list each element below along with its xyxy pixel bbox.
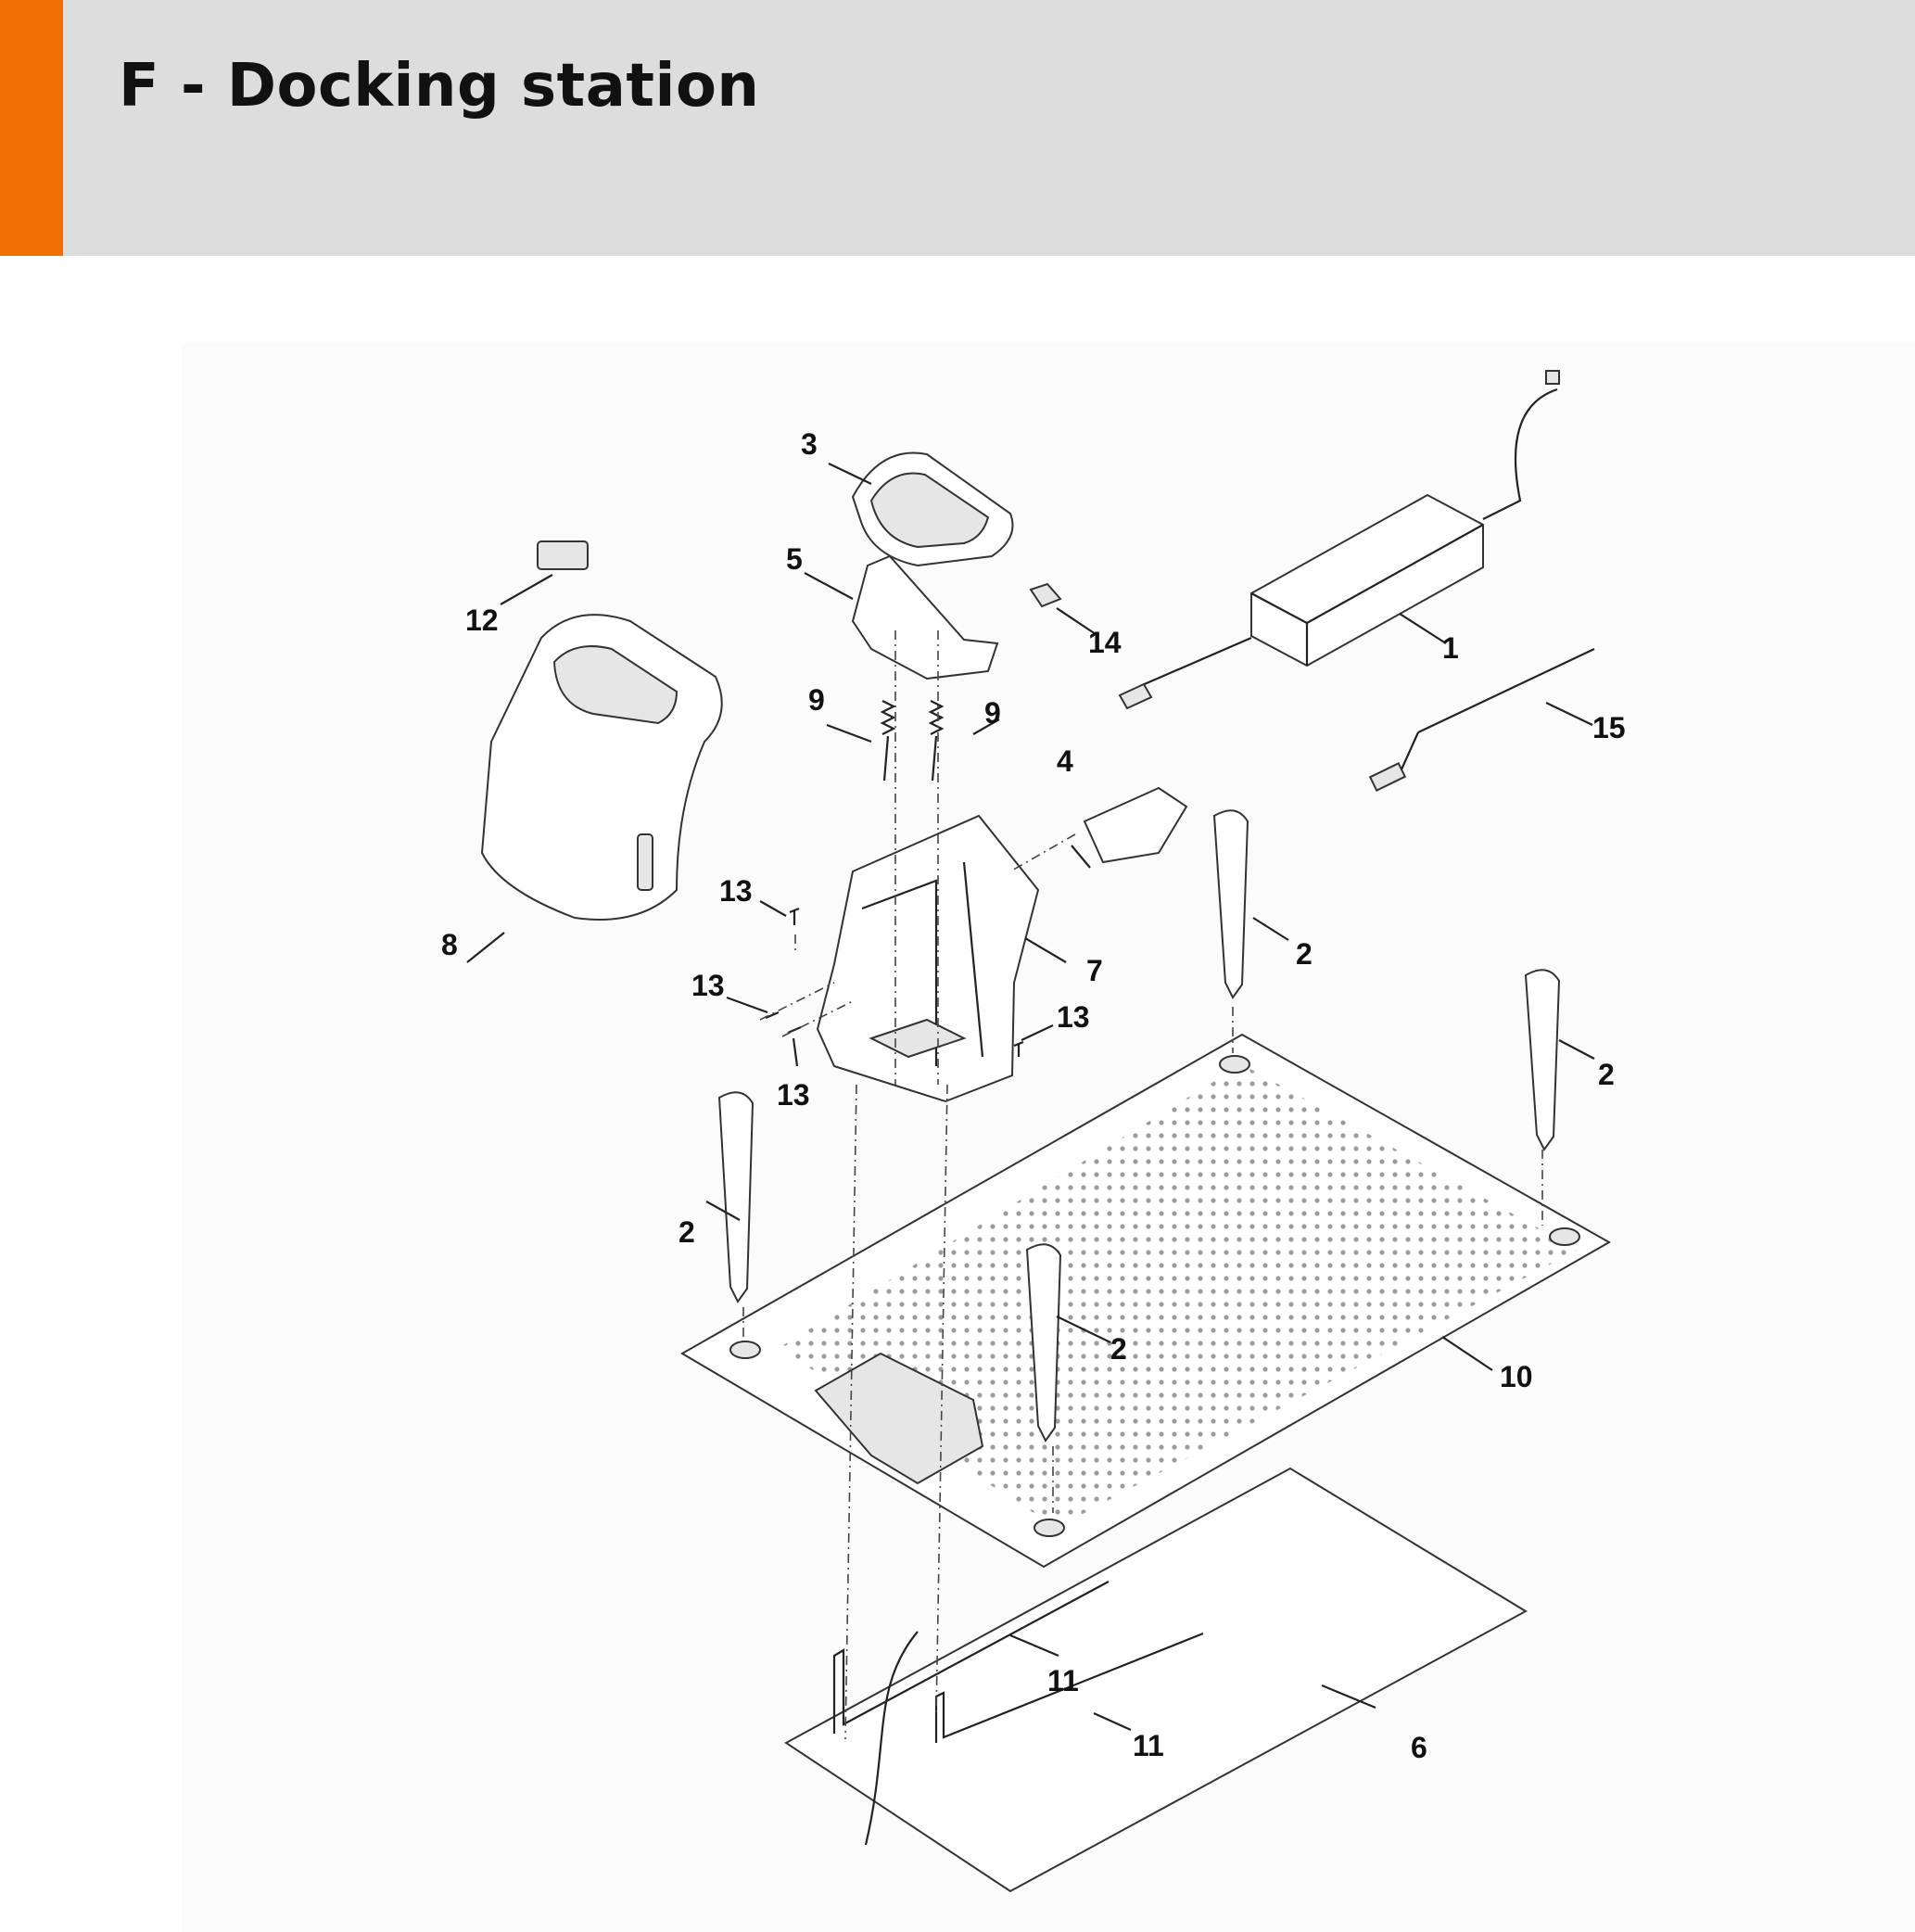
part-6-wire-sheet [784,1467,1528,1893]
part-4-connector [1083,786,1188,864]
assembly-lines [742,630,1543,1740]
callout-6: 6 [1411,1731,1427,1764]
part-1-power-supply [1118,370,1560,710]
part-12-label [537,540,589,570]
callout-10: 10 [1500,1360,1533,1393]
callouts: 1 2 2 2 2 3 4 5 6 7 8 9 9 10 11 11 12 13… [441,427,1626,1764]
page-header: F - Docking station [0,0,1915,256]
callout-2a: 2 [1296,937,1313,971]
part-14-clip [1029,582,1062,608]
part-5-bracket [851,554,999,680]
callout-3: 3 [801,427,818,461]
part-10-base-plate [680,1033,1612,1569]
callout-5: 5 [786,542,803,576]
callout-2d: 2 [1110,1332,1127,1366]
page-title: F - Docking station [119,52,760,121]
callout-4: 4 [1057,744,1073,778]
part-8-cover [480,614,723,921]
callout-7: 7 [1086,954,1103,987]
callout-2b: 2 [1598,1058,1615,1091]
callout-11a: 11 [1047,1664,1079,1697]
leader-lines [466,463,1595,1732]
part-15-cable [1368,648,1595,792]
callout-13b: 13 [691,969,725,1002]
part-3-lid [851,451,1014,567]
callout-15: 15 [1592,711,1626,744]
part-9-springs [880,700,945,782]
callout-12: 12 [465,604,499,637]
callout-9a: 9 [808,683,825,717]
accent-bar [0,0,63,256]
part-2-pegs [717,809,1561,1443]
callout-9b: 9 [984,696,1001,730]
callout-1: 1 [1442,631,1459,665]
callout-11b: 11 [1133,1729,1164,1762]
callout-13c: 13 [777,1078,810,1112]
part-7-station-body [816,814,1040,1103]
callout-14: 14 [1088,626,1122,659]
callout-13d: 13 [1057,1000,1090,1034]
callout-13a: 13 [719,874,753,908]
callout-8: 8 [441,928,458,961]
callout-2c: 2 [678,1215,695,1249]
